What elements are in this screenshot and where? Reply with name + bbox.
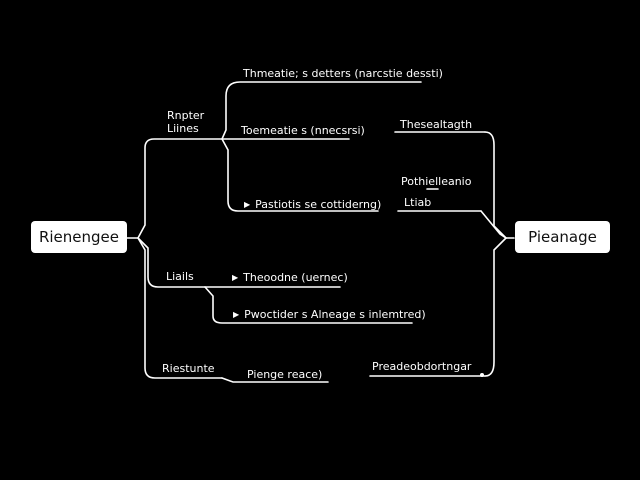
- edge-label-upper-mid: Toemeatie s (nnecsrsi): [241, 124, 365, 137]
- branch-label-middle: Liails: [166, 270, 194, 283]
- edge-label-middle-a-text: Theoodne (uernec): [243, 271, 348, 284]
- middle-branch-b: [204, 286, 413, 324]
- arrow-right-icon: ▶: [233, 310, 240, 319]
- arrow-right-icon: ▶: [232, 273, 239, 282]
- lower-branch: [221, 377, 329, 383]
- edge-label-lower: Pienge reace): [247, 368, 323, 381]
- right-top-link: [484, 131, 507, 239]
- source-lower-branch: [137, 237, 223, 379]
- upper-low-branch: [221, 138, 379, 212]
- edge-label-upper-low-text: Pastiotis se cottiderng): [255, 198, 382, 211]
- branch-label-lower: Riestunte: [162, 362, 215, 375]
- source-node: Rienengee: [31, 221, 127, 253]
- edge-label-top: Thmeatie; s detters (narcstie dessti): [243, 67, 443, 80]
- edge-label-upper-low: ▶ Pastiotis se cottiderng): [244, 198, 381, 212]
- source-upper-branch: [137, 138, 223, 239]
- edge-label-right-mid-b: Ltiab: [404, 196, 432, 209]
- edge-label-middle-b-text: Pwoctider s Alneage s inlemtred): [244, 308, 426, 321]
- edge-label-middle-a: ▶ Theoodne (uernec): [232, 271, 348, 285]
- source-middle-branch: [137, 237, 206, 288]
- right-low-link: [484, 237, 507, 377]
- edge-label-middle-b: ▶ Pwoctider s Alneage s inlemtred): [233, 308, 426, 322]
- edge-label-right-mid-a: Pothielleanio: [401, 175, 472, 188]
- arrow-right-icon: ▶: [244, 200, 251, 209]
- edge-label-right-top: Thesealtagth: [400, 118, 473, 131]
- edge-label-right-low: Preadeobdortngar: [372, 360, 472, 373]
- upper-trunk: [221, 81, 422, 140]
- right-mid-link: [480, 210, 507, 239]
- right-low-dot: [480, 373, 484, 377]
- target-node: Pieanage: [515, 221, 610, 253]
- branch-label-upper: Rnpter Liines: [167, 109, 205, 135]
